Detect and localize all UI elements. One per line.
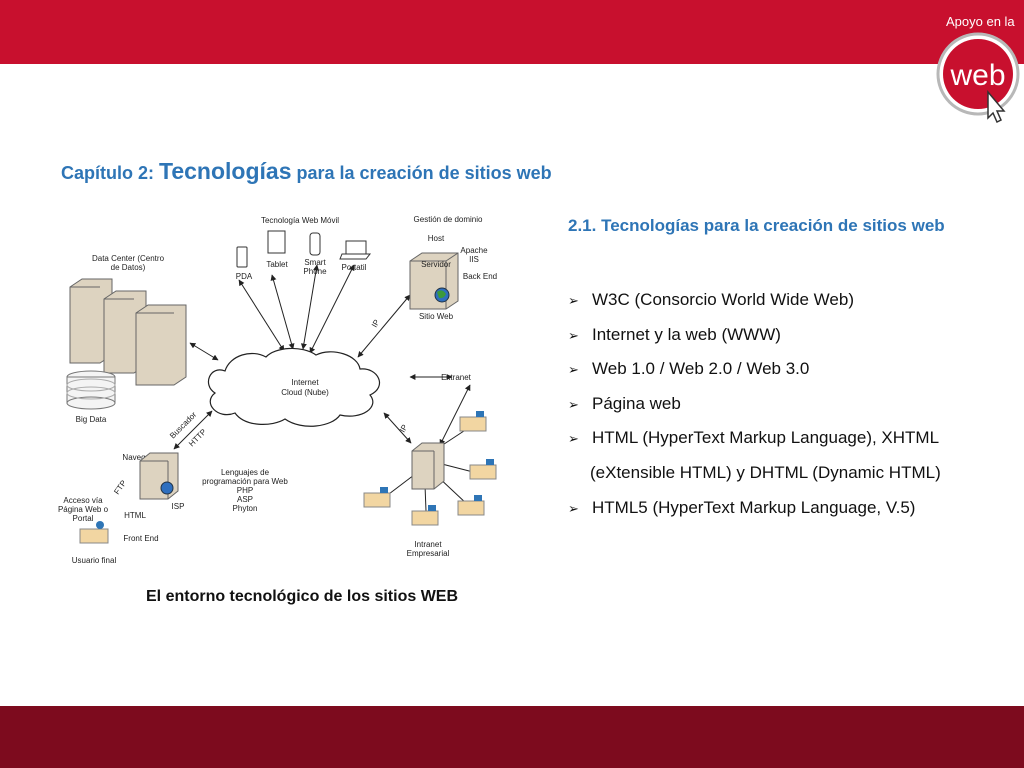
- web-logo-icon[interactable]: web: [936, 30, 1022, 126]
- lenguajes-label: programación para Web: [202, 477, 288, 486]
- intranet-label: Intranet: [414, 540, 442, 549]
- arrow-bullet-icon: ➢: [568, 327, 579, 343]
- datacenter-label: Data Center (Centro: [92, 254, 165, 263]
- ip-label: IP: [370, 318, 382, 329]
- http-label: HTTP: [187, 427, 208, 448]
- list-item: ➢Página web: [568, 393, 1008, 428]
- lenguajes-label: Lenguajes de: [221, 468, 270, 477]
- bottom-bar: [0, 706, 1024, 768]
- logo-text: web: [949, 59, 1005, 92]
- cloud-label: Cloud (Nube): [281, 388, 329, 397]
- navegador-label: Navegador: [122, 453, 161, 462]
- list-item: ➢Web 1.0 / Web 2.0 / Web 3.0: [568, 358, 1008, 393]
- arrow-bullet-icon: ➢: [568, 396, 579, 412]
- hand-pointer-icon: [987, 89, 1006, 124]
- tech-environment-diagram: Internet Cloud (Nube) Data Center (Centr…: [58, 215, 497, 565]
- big-data-label: Big Data: [76, 415, 107, 424]
- workstation-screen-icon: [380, 411, 494, 511]
- html-label: HTML: [124, 511, 146, 520]
- brand-text: Apoyo en la: [946, 14, 1015, 29]
- server-label: Servidor: [421, 260, 451, 269]
- list-item: ➢HTML (HyperText Markup Language), XHTML: [568, 427, 1008, 462]
- isp-label: ISP: [172, 502, 185, 511]
- cloud-label: Internet: [291, 378, 319, 387]
- ip-label-2: IP: [398, 423, 410, 434]
- arrow-bullet-icon: ➢: [568, 293, 579, 308]
- host-label: Host: [428, 234, 445, 243]
- back-end-label: Back End: [463, 272, 497, 281]
- mobile-title: Tecnología Web Móvil: [261, 216, 339, 225]
- client-server-icon: [139, 452, 179, 500]
- device-label: Phone: [303, 267, 327, 276]
- list-item: ➢Internet y la web (WWW): [568, 324, 1008, 359]
- lenguajes-label: PHP: [237, 486, 253, 495]
- laptop-icon: [339, 240, 372, 260]
- workstation-icon: [363, 416, 497, 526]
- acceso-label: Acceso vía: [63, 496, 103, 505]
- intranet-label: Empresarial: [407, 549, 450, 558]
- list-item-continuation: (eXtensible HTML) y DHTML (Dynamic HTML): [590, 462, 941, 482]
- page-title: Capítulo 2: Tecnologías para la creación…: [61, 158, 552, 184]
- user-workstation-icon: [79, 521, 109, 544]
- domain-title: Gestión de dominio: [414, 215, 483, 224]
- pda-icon: [236, 246, 248, 268]
- device-label: PDA: [236, 272, 253, 281]
- device-label: Smart: [304, 258, 326, 267]
- ftp-label: FTP: [112, 479, 128, 497]
- arrow-bullet-icon: ➢: [568, 431, 579, 447]
- intranet-server-icon: [411, 442, 445, 490]
- extranet-label: Extranet: [441, 373, 472, 382]
- front-end-label: Front End: [123, 534, 158, 543]
- globe-land-icon: [437, 290, 446, 299]
- internet-cloud-icon: [207, 347, 381, 427]
- section-title: 2.1. Tecnologías para la creación de sit…: [568, 216, 945, 235]
- diagram-caption: El entorno tecnológico de los sitios WEB: [146, 588, 459, 605]
- datacenter-label: de Datos): [111, 263, 146, 272]
- arrow-bullet-icon: ➢: [568, 362, 579, 378]
- list-item: ➢HTML5 (HyperText Markup Language, V.5): [568, 497, 1008, 532]
- arrow-bullet-icon: ➢: [568, 500, 579, 516]
- device-label: Portatil: [342, 263, 367, 272]
- smartphone-icon: [309, 232, 321, 256]
- big-data-icon: [66, 370, 116, 410]
- top-bar: [0, 0, 1024, 64]
- browser-globe-icon: [160, 481, 174, 495]
- lenguajes-label: Phyton: [233, 504, 258, 513]
- usuario-label: Usuario final: [72, 556, 117, 565]
- datacenter-server-icon: [69, 278, 187, 386]
- acceso-label: Portal: [73, 514, 94, 523]
- connection-arrows: [173, 264, 471, 450]
- tablet-icon: [267, 230, 286, 254]
- apache-label: Apache: [460, 246, 488, 255]
- device-label: Tablet: [266, 260, 288, 269]
- list-item: ➢ W3C (Consorcio World Wide Web): [568, 289, 1008, 324]
- bullet-list: ➢ W3C (Consorcio World Wide Web) ➢Intern…: [568, 289, 1008, 531]
- acceso-label: Página Web o: [58, 505, 109, 514]
- lenguajes-label: ASP: [237, 495, 253, 504]
- sitio-web-label: Sitio Web: [419, 312, 454, 321]
- iis-label: IIS: [469, 255, 479, 264]
